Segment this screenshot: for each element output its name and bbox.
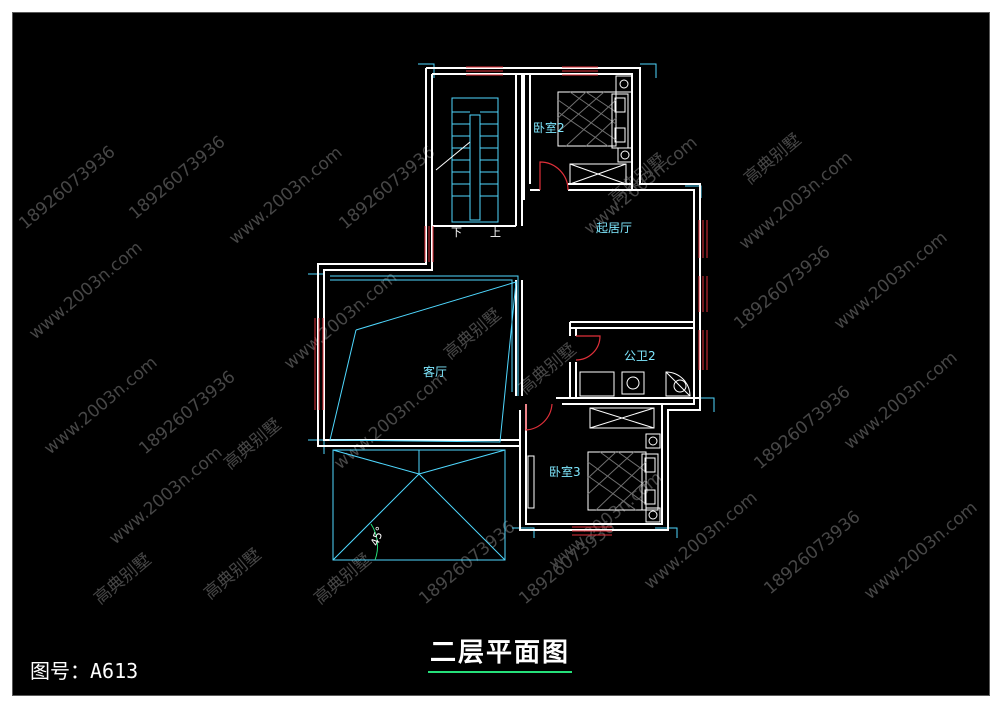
window-west-stair xyxy=(424,226,434,262)
watermark-brand: 高典别墅 xyxy=(200,545,265,604)
roof-angle-arc xyxy=(370,523,379,561)
door-bath2 xyxy=(575,335,601,361)
watermark-url: www.2003n.com xyxy=(640,488,761,594)
watermark-phone: 18926073936 xyxy=(15,142,119,234)
walls xyxy=(317,67,701,531)
watermark-phone: 18926073936 xyxy=(760,507,864,599)
wall-stair-west-inner xyxy=(323,74,520,441)
window-north-stair xyxy=(466,66,503,76)
roof-angle-label: 45° xyxy=(368,525,387,548)
wall-bedroom2-south-left xyxy=(523,184,540,200)
wall-bath-west xyxy=(569,322,577,336)
watermark-phone: 18926073936 xyxy=(125,132,229,224)
roof-ridge-right xyxy=(418,473,506,561)
watermark-phone: 18926073936 xyxy=(135,367,239,459)
watermark-phone: 18926073936 xyxy=(750,382,854,474)
drawing-title-text: 二层平面图 xyxy=(427,632,572,673)
roof-hip-left xyxy=(332,449,420,475)
roof-projection xyxy=(332,449,506,561)
doors xyxy=(525,161,601,431)
watermark-brand: 高典别墅 xyxy=(310,550,375,609)
bedroom2-furniture xyxy=(557,75,633,185)
living-void xyxy=(329,275,519,443)
watermark-url: www.2003n.com xyxy=(830,228,951,334)
watermark-brand: 高典别墅 xyxy=(440,305,505,364)
door-bedroom2 xyxy=(539,161,569,191)
watermark-url: www.2003n.com xyxy=(105,443,226,549)
room-label-bedroom2: 卧室2 xyxy=(533,120,565,135)
watermark-url: www.2003n.com xyxy=(860,498,981,604)
watermark-brand: 高典别墅 xyxy=(220,415,285,474)
drawing-number: 图号：A613 xyxy=(30,659,139,683)
watermark-url: www.2003n.com xyxy=(225,143,346,249)
room-label-family-room: 起居厅 xyxy=(596,221,632,235)
stair-up-label: 上 xyxy=(490,226,501,239)
window-west-living xyxy=(314,318,324,410)
room-label-bedroom3: 卧室3 xyxy=(549,464,581,479)
roof-hip-right xyxy=(418,449,506,475)
drawing-title: 二层平面图 xyxy=(0,632,1000,673)
wall-bath-north xyxy=(570,321,694,329)
window-north-bedroom2 xyxy=(562,66,598,76)
watermark-url: www.2003n.com xyxy=(330,368,451,474)
watermark-url: www.2003n.com xyxy=(840,348,961,454)
bath2-fixtures xyxy=(579,371,691,397)
watermark-url: www.2003n.com xyxy=(280,268,401,374)
window-east-family xyxy=(698,220,708,258)
watermark-phone: 18926073936 xyxy=(415,517,519,609)
watermark-url: www.2003n.com xyxy=(25,238,146,344)
wall-north-stair xyxy=(426,67,701,531)
watermark-phone: 18926073936 xyxy=(335,142,439,234)
bedroom3-furniture xyxy=(527,407,661,523)
watermark-url: www.2003n.com xyxy=(545,468,666,574)
door-bedroom3 xyxy=(525,403,553,431)
room-label-public-bath2: 公卫2 xyxy=(624,349,656,363)
wall-stair-east xyxy=(515,74,523,226)
wall-bath-west2 xyxy=(569,362,577,398)
wall-living-east xyxy=(515,280,523,396)
window-south-bedroom3 xyxy=(572,526,612,536)
stair-down-label: 下 xyxy=(451,226,462,239)
window-east-bath xyxy=(698,330,708,370)
wall-bedroom2-west xyxy=(523,74,531,184)
wall-stair-west xyxy=(317,68,520,447)
watermark-phone: 18926073936 xyxy=(730,242,834,334)
roof-ridge-left xyxy=(332,473,420,561)
wall-north-stair-inner xyxy=(432,73,695,525)
room-label-living-room: 客厅 xyxy=(423,364,447,379)
windows xyxy=(314,66,708,536)
staircase xyxy=(435,97,499,223)
wall-bath-south xyxy=(556,397,700,405)
window-east-family-2 xyxy=(698,276,708,312)
watermark-brand: 高典别墅 xyxy=(740,130,805,189)
cad-canvas xyxy=(12,12,990,696)
watermark-brand: 高典别墅 xyxy=(90,550,155,609)
